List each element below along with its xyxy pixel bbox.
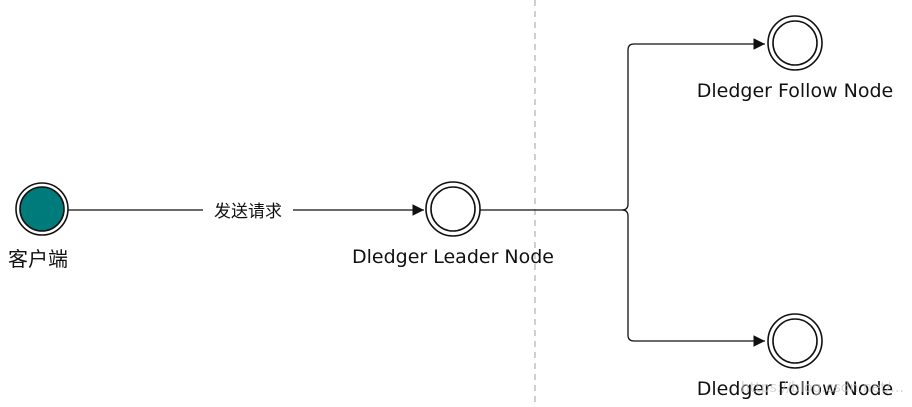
fork-bracket-lower — [621, 209, 765, 347]
follower-bottom-label: Dledger Follow Node — [697, 378, 894, 400]
follower-bottom-node[interactable] — [767, 313, 823, 369]
follower-top-inner-ring — [772, 20, 818, 66]
edge-label-background — [203, 198, 293, 222]
follower-bottom-inner-ring — [772, 318, 818, 364]
follower-top-label: Dledger Follow Node — [697, 80, 894, 102]
leader-node[interactable] — [425, 181, 481, 237]
leader-node-label: Dledger Leader Node — [352, 246, 554, 268]
client-node-fill — [19, 186, 65, 232]
leader-node-inner-ring — [430, 186, 476, 232]
watermark-text: https://blog.csdn.net/... — [741, 380, 904, 396]
follower-top-node[interactable] — [767, 15, 823, 71]
client-node[interactable] — [15, 182, 69, 236]
edge-label-send-request: 发送请求 — [214, 202, 282, 222]
fork-bracket — [621, 38, 765, 211]
client-node-label: 客户端 — [8, 247, 68, 271]
